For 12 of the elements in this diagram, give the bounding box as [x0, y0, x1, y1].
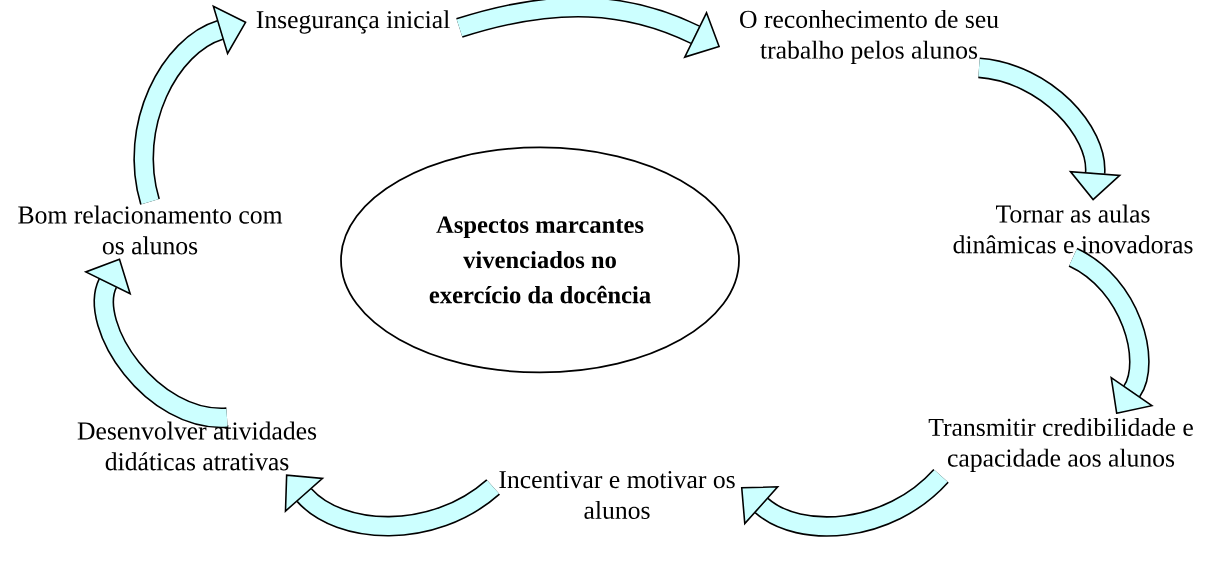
step-label: Bom relacionamento com os alunos: [18, 205, 283, 255]
step-label: O reconhecimento de seu trabalho pelos alunos: [740, 9, 999, 64]
curved-block-arrow: [83, 258, 228, 429]
curved-block-arrow: [284, 474, 500, 537]
curved-block-arrow: [740, 468, 949, 537]
curved-block-arrow: [133, 4, 247, 204]
step-label: Incentivar e motivar os alunos: [499, 471, 735, 519]
step-label: Transmitir credibilidade e capacidade aos alunos: [928, 417, 1193, 472]
step-label: Tornar as aulas dinâmicas e inovadoras: [953, 204, 1193, 254]
step-label: Insegurança inicial: [256, 10, 450, 34]
step-label: Desenvolver atividades didáticas atrativas: [77, 421, 317, 471]
curved-block-arrow: [977, 57, 1122, 201]
